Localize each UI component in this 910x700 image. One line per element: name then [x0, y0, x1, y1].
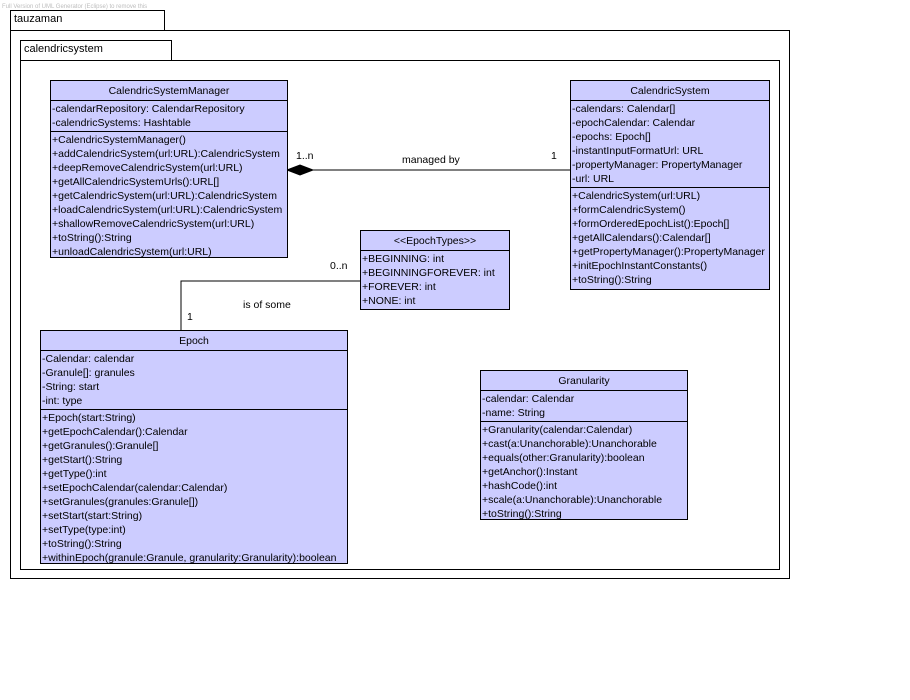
operation: +Epoch(start:String): [42, 412, 136, 424]
watermark-text: Full Version of UML Generator (Eclipse) …: [2, 4, 148, 10]
attribute-list: -calendar: Calendar -name: String: [481, 391, 687, 422]
class-title: <<EpochTypes>>: [361, 231, 509, 251]
attribute-list: -Calendar: calendar -Granule[]: granules…: [41, 351, 347, 410]
is-of-some-label: is of some: [243, 299, 291, 311]
operation: +withinEpoch(granule:Granule, granularit…: [42, 552, 337, 564]
operation: +setGranules(granules:Granule[]): [42, 496, 199, 508]
class-granularity[interactable]: Granularity -calendar: Calendar -name: S…: [480, 370, 688, 520]
attribute: -epochs: Epoch[]: [572, 131, 651, 143]
attribute: -url: URL: [572, 173, 615, 185]
operation: +getType():int: [42, 468, 107, 480]
is-of-some-target-multiplicity: 1: [187, 311, 193, 323]
class-title: CalendricSystem: [571, 81, 769, 101]
operation: +addCalendricSystem(url:URL):CalendricSy…: [52, 148, 280, 160]
operation: +getGranules():Granule[]: [42, 440, 159, 452]
operation: +loadCalendricSystem(url:URL):CalendricS…: [52, 204, 283, 216]
operation: +getCalendricSystem(url:URL):CalendricSy…: [52, 190, 277, 202]
operation: +cast(a:Unanchorable):Unanchorable: [482, 438, 657, 450]
operation: +unloadCalendricSystem(url:URL): [52, 246, 212, 258]
class-title: Granularity: [481, 371, 687, 391]
attribute-list: -calendarRepository: CalendarRepository …: [51, 101, 287, 132]
operation: +formCalendricSystem(): [572, 204, 686, 216]
attribute: -instantInputFormatUrl: URL: [572, 145, 704, 157]
operation: +toString():String: [572, 274, 652, 286]
attribute: -propertyManager: PropertyManager: [572, 159, 743, 171]
package-tab-tauzaman[interactable]: tauzaman: [10, 10, 165, 31]
operation: +toString():String: [52, 232, 132, 244]
operation-list: +CalendricSystem(url:URL) +formCalendric…: [571, 188, 769, 288]
attribute: -calendars: Calendar[]: [572, 103, 676, 115]
attribute: -Granule[]: granules: [42, 367, 135, 379]
operation: +formOrderedEpochList():Epoch[]: [572, 218, 730, 230]
class-calendric-system-manager[interactable]: CalendricSystemManager -calendarReposito…: [50, 80, 288, 258]
attribute: -name: String: [482, 407, 546, 419]
managed-by-source-multiplicity: 1..n: [296, 150, 314, 162]
operation: +initEpochInstantConstants(): [572, 260, 708, 272]
operation-list: +CalendricSystemManager() +addCalendricS…: [51, 132, 287, 260]
operation: +setEpochCalendar(calendar:Calendar): [42, 482, 228, 494]
operation: +scale(a:Unanchorable):Unanchorable: [482, 494, 663, 506]
operation: +equals(other:Granularity):boolean: [482, 452, 645, 464]
operation: +getEpochCalendar():Calendar: [42, 426, 188, 438]
attribute: -epochCalendar: Calendar: [572, 117, 696, 129]
operation: +shallowRemoveCalendricSystem(url:URL): [52, 218, 255, 230]
attribute: -int: type: [42, 395, 83, 407]
attribute: +NONE: int: [362, 295, 416, 307]
class-calendric-system[interactable]: CalendricSystem -calendars: Calendar[] -…: [570, 80, 770, 290]
operation-list: +Granularity(calendar:Calendar) +cast(a:…: [481, 422, 687, 522]
attribute: -String: start: [42, 381, 100, 393]
class-epoch[interactable]: Epoch -Calendar: calendar -Granule[]: gr…: [40, 330, 348, 564]
operation: +getAnchor():Instant: [482, 466, 578, 478]
operation: +getAllCalendars():Calendar[]: [572, 232, 711, 244]
attribute: +BEGINNING: int: [362, 253, 444, 265]
attribute: -Calendar: calendar: [42, 353, 135, 365]
operation: +toString():String: [482, 508, 562, 520]
operation: +deepRemoveCalendricSystem(url:URL): [52, 162, 243, 174]
operation: +getStart():String: [42, 454, 123, 466]
is-of-some-source-multiplicity: 0..n: [330, 260, 348, 272]
attribute-list: -calendars: Calendar[] -epochCalendar: C…: [571, 101, 769, 188]
attribute: -calendarRepository: CalendarRepository: [52, 103, 245, 115]
operation-list: +Epoch(start:String) +getEpochCalendar()…: [41, 410, 347, 566]
composition-diamond: [285, 164, 315, 176]
operation: +setStart(start:String): [42, 510, 143, 522]
operation: +setType(type:int): [42, 524, 126, 536]
attribute: +FOREVER: int: [362, 281, 436, 293]
class-title: CalendricSystemManager: [51, 81, 287, 101]
managed-by-target-multiplicity: 1: [551, 150, 557, 162]
package-frame-calendricsystem: [20, 60, 780, 570]
managed-by-label: managed by: [402, 154, 460, 166]
operation: +CalendricSystem(url:URL): [572, 190, 701, 202]
attribute: -calendricSystems: Hashtable: [52, 117, 191, 129]
class-title: Epoch: [41, 331, 347, 351]
operation: +Granularity(calendar:Calendar): [482, 424, 633, 436]
operation: +getAllCalendricSystemUrls():URL[]: [52, 176, 220, 188]
is-of-some-line: [180, 280, 361, 330]
attribute-list: +BEGINNING: int +BEGINNINGFOREVER: int +…: [361, 251, 509, 309]
attribute: -calendar: Calendar: [482, 393, 575, 405]
operation: +toString():String: [42, 538, 122, 550]
package-frame-tauzaman: [10, 30, 790, 579]
attribute: +BEGINNINGFOREVER: int: [362, 267, 495, 279]
operation: +CalendricSystemManager(): [52, 134, 186, 146]
operation: +getPropertyManager():PropertyManager: [572, 246, 765, 258]
class-epoch-types[interactable]: <<EpochTypes>> +BEGINNING: int +BEGINNIN…: [360, 230, 510, 310]
operation: +hashCode():int: [482, 480, 558, 492]
